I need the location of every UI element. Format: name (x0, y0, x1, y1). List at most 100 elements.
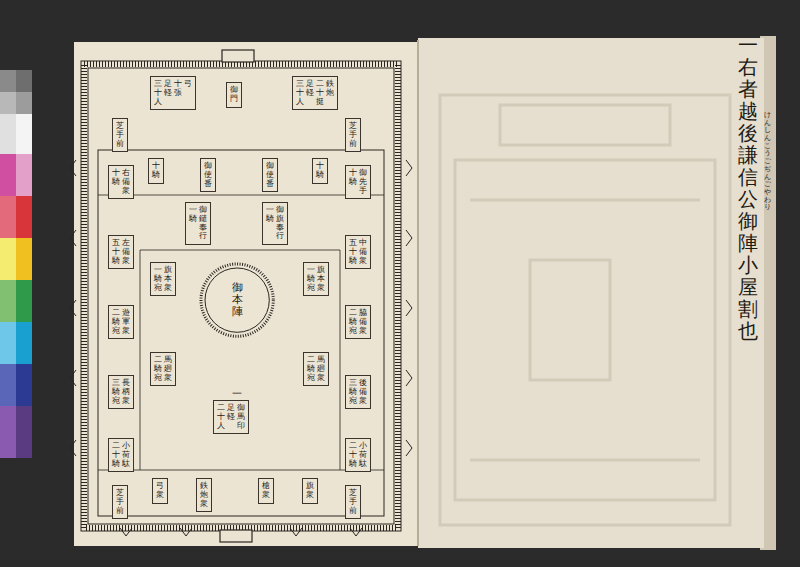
camp-hut-box: 小荷駄二十騎 (345, 438, 371, 472)
hut-label: 長柄衆 (122, 379, 130, 405)
hut-label: 三騎宛 (112, 379, 120, 405)
hut-label: 十騎 (349, 169, 357, 187)
hut-label: 馬廻衆 (317, 356, 325, 382)
camp-hut-box: 御門 (226, 82, 242, 108)
camp-hut-box: 十騎 (312, 158, 328, 184)
camp-hut-box: 脇備衆二騎宛 (345, 305, 371, 339)
hut-label: 足軽 (306, 80, 314, 98)
camp-hut-box: 旗本衆一騎宛 (303, 262, 329, 296)
hut-label: 鉄炮衆 (200, 482, 208, 508)
hut-label: 二十騎 (112, 442, 120, 468)
hut-label: 御使番 (204, 162, 212, 188)
page-title: 一右者越後謙信公御陣小屋割也 (738, 34, 758, 342)
hut-label: 二十人 (217, 404, 225, 430)
hut-label: 十騎 (316, 162, 324, 180)
hut-label: 芝手前 (349, 489, 357, 515)
camp-hut-box: 御使番 (200, 158, 216, 192)
hut-label: 三十人 (296, 80, 304, 106)
camp-hut-box: 鉄炮衆 (196, 478, 212, 512)
camp-hut-box: 芝手前 (112, 118, 128, 152)
camp-hut-box: 芝手前 (345, 118, 361, 152)
title-column: 一右者越後謙信公御陣小屋割也 (738, 34, 758, 342)
hut-label: 一騎宛 (307, 266, 315, 292)
hut-label: 旗衆 (306, 482, 314, 500)
hut-label: 十騎 (112, 169, 120, 187)
hut-label: 五十騎 (112, 239, 120, 265)
hut-label: 二十騎 (349, 442, 357, 468)
camp-hut-box: 馬廻衆二騎宛 (150, 352, 176, 386)
hut-label: 右備衆 (122, 169, 130, 195)
hut-label: 芝手前 (116, 122, 124, 148)
hut-label: 五十騎 (349, 239, 357, 265)
bleed-through (440, 95, 730, 525)
hut-label: 二騎宛 (112, 309, 120, 335)
camp-hut-box: 長柄衆三騎宛 (108, 375, 134, 409)
furigana: けんしんこうごぢんごやわり (764, 112, 771, 212)
hut-label: 御使番 (266, 162, 274, 188)
camp-hut-box: 旗衆 (302, 478, 318, 504)
camp-hut-box: 後備衆三騎宛 (345, 375, 371, 409)
hut-label: 芝手前 (349, 122, 357, 148)
hut-label: 旗本衆 (317, 266, 325, 292)
camp-enclosure (70, 50, 412, 542)
hut-label: 槍衆 (262, 482, 270, 500)
hut-label: 御馬印 (237, 404, 245, 430)
hut-label: 二騎宛 (349, 309, 357, 335)
hut-label: 弓 (184, 80, 192, 89)
hut-label: 足軽 (164, 80, 172, 98)
right-page (418, 38, 764, 548)
hut-label: 御旗奉行 (276, 206, 284, 241)
hut-label: 二十挺 (316, 80, 324, 106)
camp-hut-box: 御使番 (262, 158, 278, 192)
hut-label: 旗本衆 (164, 266, 172, 292)
camp-hut-box: 御馬印足軽二十人 (213, 400, 249, 434)
hut-label: 三十人 (154, 80, 162, 106)
hut-label: 三騎宛 (349, 379, 357, 405)
camp-hut-box: 芝手前 (345, 485, 361, 519)
camp-hut-box: 御旗奉行一騎 (262, 202, 288, 245)
left-page (74, 42, 420, 546)
headquarters-circle: 御本陣 (199, 262, 275, 338)
camp-hut-box: 弓衆 (152, 478, 168, 504)
hut-label: 十騎 (152, 162, 160, 180)
hut-label: 中備衆 (359, 239, 367, 265)
camp-hut-box: 馬廻衆二騎宛 (303, 352, 329, 386)
label-holder: 一 (232, 382, 242, 401)
camp-hut-box: 右備衆十騎 (108, 165, 134, 199)
camp-hut-box: 芝手前 (112, 485, 128, 519)
hut-label: 一騎宛 (154, 266, 162, 292)
label-holder: けんしんこうごぢんごやわり (764, 112, 771, 212)
camp-hut-box: 弓十張足軽三十人 (150, 76, 196, 110)
hut-label: 芝手前 (116, 489, 124, 515)
hut-label: 御鑓奉行 (199, 206, 207, 241)
camp-hut-box: 旗本衆一騎宛 (150, 262, 176, 296)
hut-label: 二騎宛 (154, 356, 162, 382)
hut-label: 一騎 (266, 206, 274, 224)
camp-hut-box: 左備衆五十騎 (108, 235, 134, 269)
hut-label: 脇備衆 (359, 309, 367, 335)
hut-label: 小荷駄 (122, 442, 130, 468)
hut-label: 御門 (230, 86, 238, 104)
camp-hut-box: 御先手十騎 (345, 165, 371, 199)
camp-hut-box: 御鑓奉行一騎 (185, 202, 211, 245)
camp-hut-box: 遊軍衆二騎宛 (108, 305, 134, 339)
hut-label: 一騎 (189, 206, 197, 224)
hut-label: 馬廻衆 (164, 356, 172, 382)
camp-hut-box: 小荷駄二十騎 (108, 438, 134, 472)
hut-label: 二騎宛 (307, 356, 315, 382)
hut-label: 鉄炮 (326, 80, 334, 98)
hut-label: 足軽 (227, 404, 235, 422)
hut-label: 弓衆 (156, 482, 164, 500)
hut-label: 後備衆 (359, 379, 367, 405)
camp-hut-box: 鉄炮二十挺足軽三十人 (292, 76, 338, 110)
camp-hut-box: 槍衆 (258, 478, 274, 504)
hut-label: 御先手 (359, 169, 367, 195)
camp-hut-box: 十騎 (148, 158, 164, 184)
mark-label: 一 (232, 388, 242, 399)
hut-label: 左備衆 (122, 239, 130, 265)
hut-label: 御本陣 (232, 282, 243, 318)
hut-label: 遊軍衆 (122, 309, 130, 335)
hut-label: 十張 (174, 80, 182, 98)
